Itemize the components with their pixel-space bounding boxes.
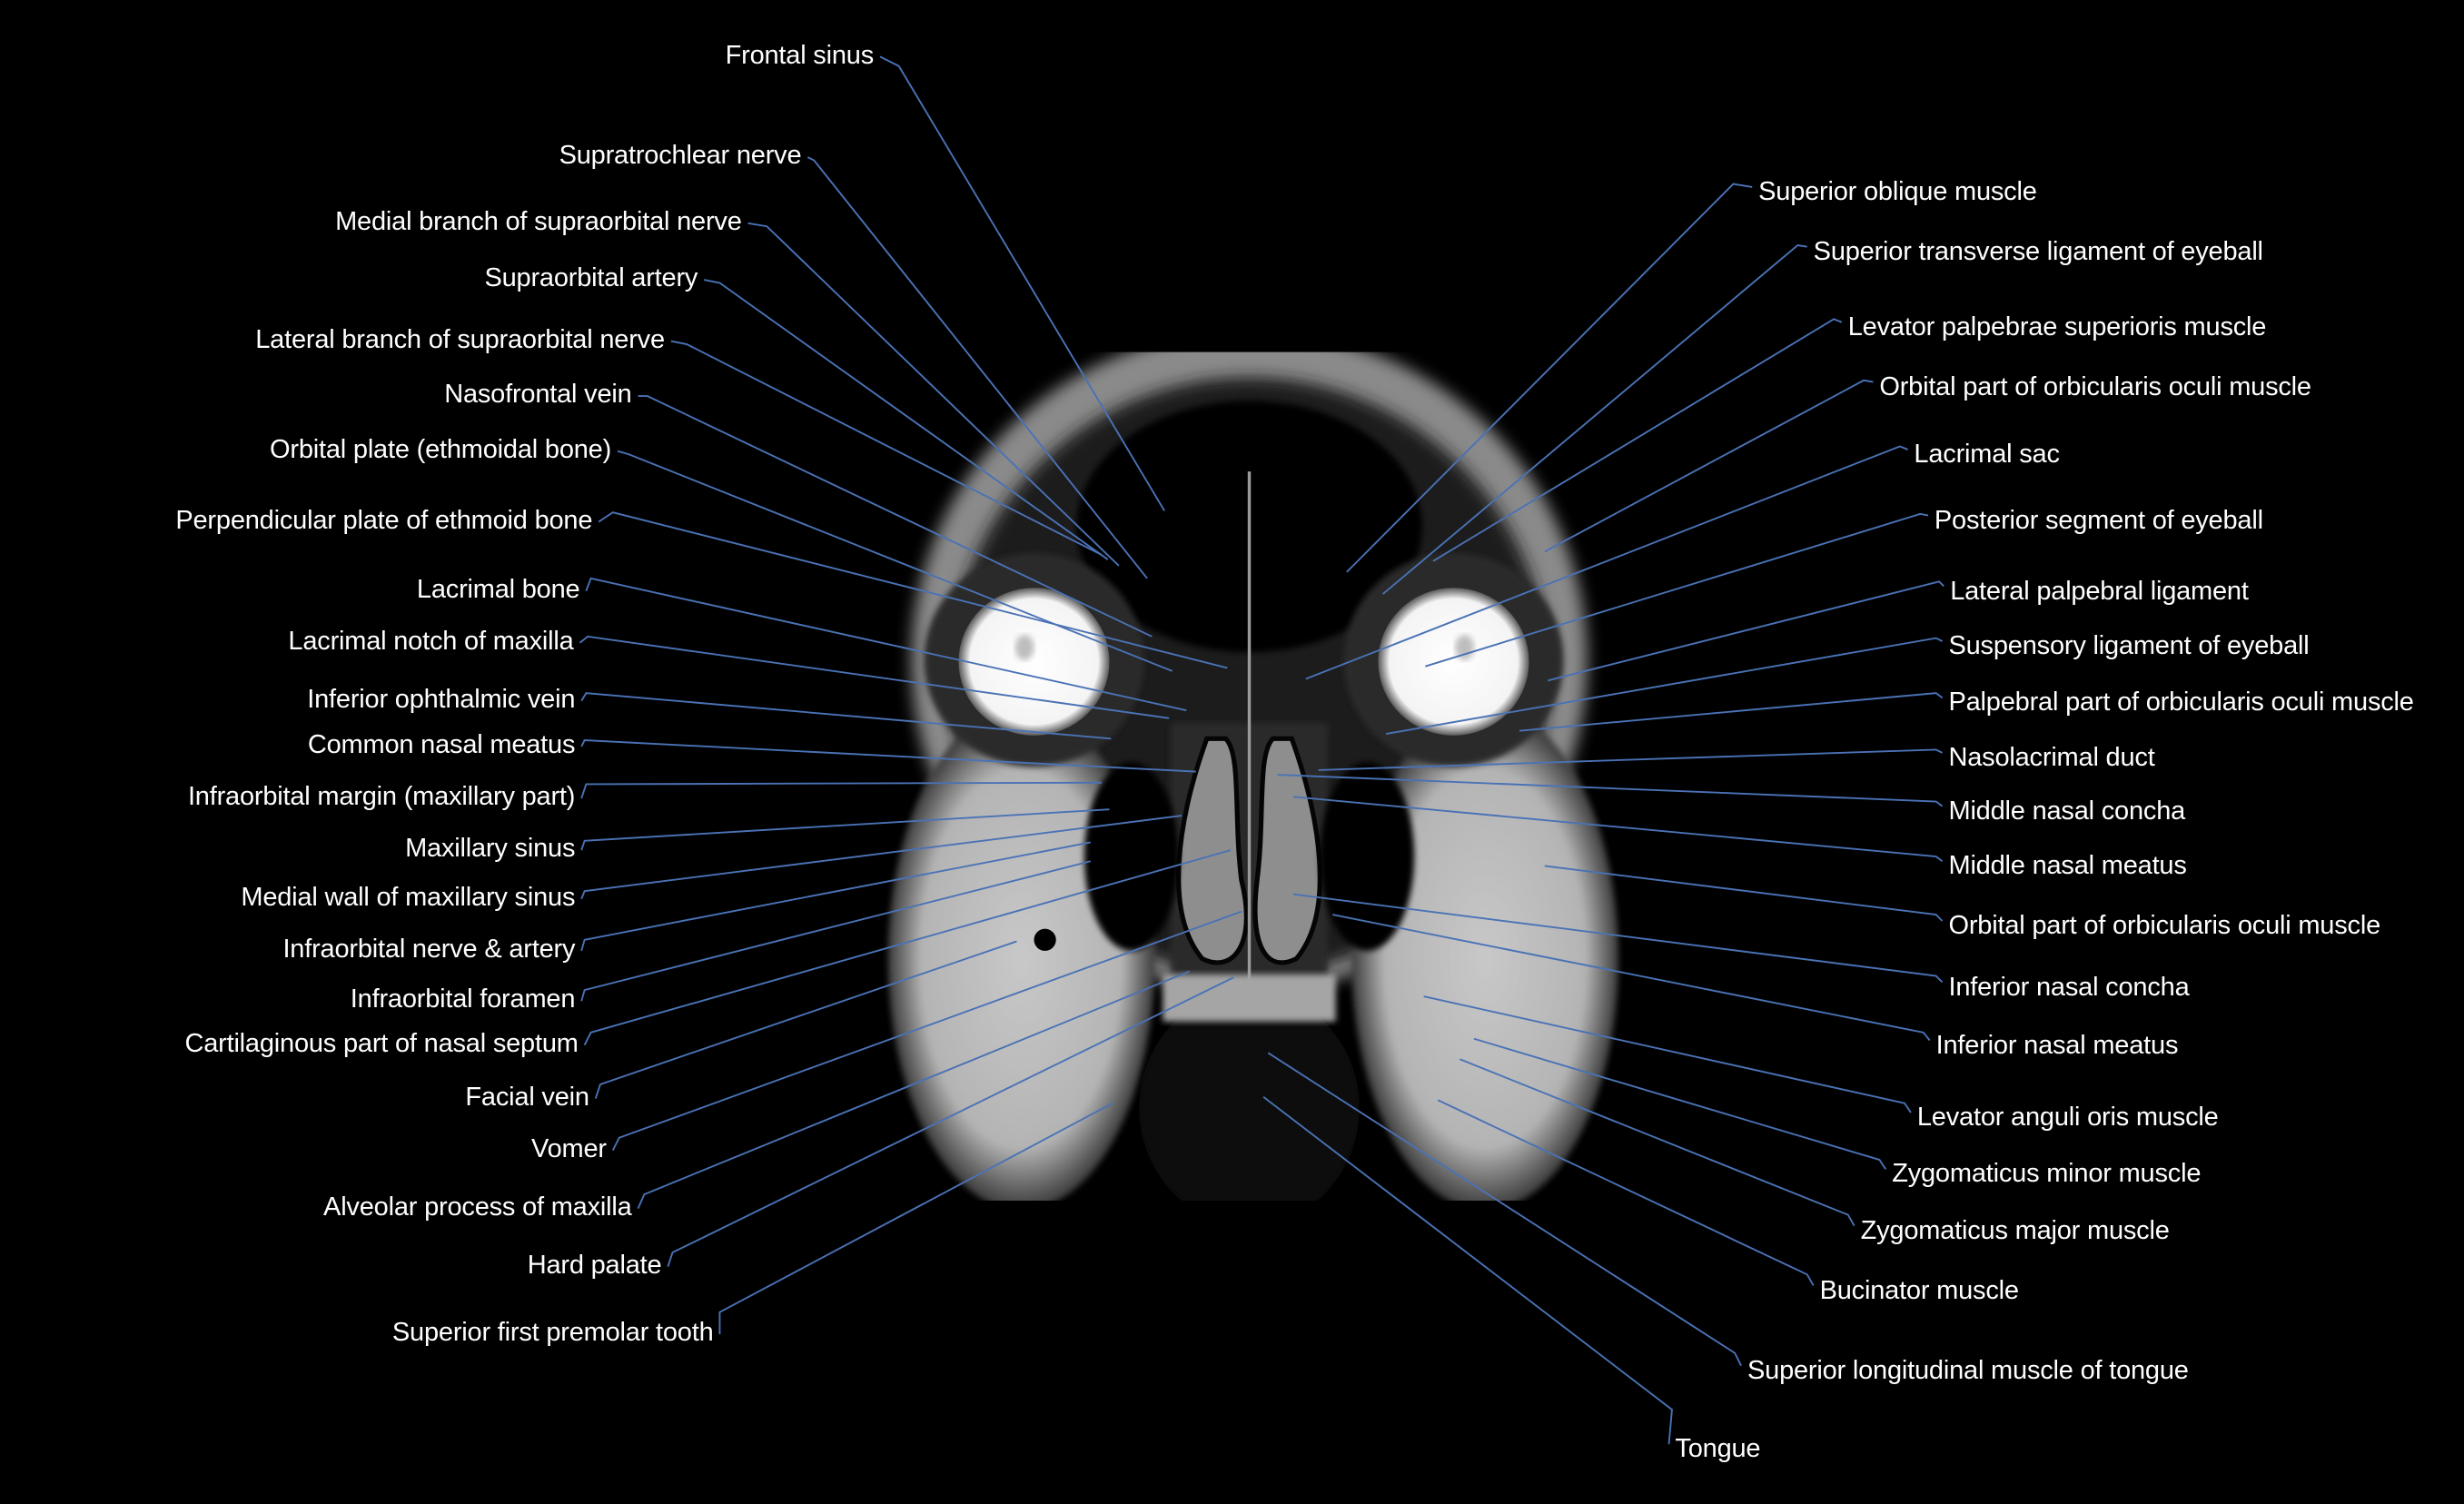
label-superior-transverse-ligament-of-eyeball: Superior transverse ligament of eyeball <box>1813 236 2263 266</box>
label-lacrimal-bone: Lacrimal bone <box>416 574 580 604</box>
mri-image <box>874 351 1626 1201</box>
leader-line-infraorbital-nerve-artery <box>580 841 1091 952</box>
leader-line-middle-nasal-concha <box>1277 774 1944 807</box>
label-medial-wall-of-maxillary-sinus: Medial wall of maxillary sinus <box>241 882 576 912</box>
label-levator-palpebrae-superioris-muscle: Levator palpebrae superioris muscle <box>1847 312 2267 341</box>
label-maxillary-sinus: Maxillary sinus <box>405 834 576 864</box>
label-inferior-nasal-meatus: Inferior nasal meatus <box>1935 1030 2179 1060</box>
leader-line-superior-oblique-muscle <box>1346 183 1753 573</box>
label-posterior-segment-of-eyeball: Posterior segment of eyeball <box>1934 505 2263 535</box>
label-hard-palate: Hard palate <box>527 1250 662 1280</box>
leader-line-common-nasal-meatus <box>580 739 1196 773</box>
label-alveolar-process-of-maxilla: Alveolar process of maxilla <box>323 1192 632 1222</box>
leader-line-nasofrontal-vein <box>638 395 1153 638</box>
label-perpendicular-plate-of-ethmoid-bone: Perpendicular plate of ethmoid bone <box>175 505 593 535</box>
label-common-nasal-meatus: Common nasal meatus <box>307 730 576 760</box>
label-inferior-nasal-concha: Inferior nasal concha <box>1948 972 2190 1002</box>
leader-line-medial-wall-of-maxillary-sinus <box>580 815 1183 900</box>
label-superior-oblique-muscle: Superior oblique muscle <box>1758 177 2037 207</box>
label-infraorbital-nerve-artery: Infraorbital nerve & artery <box>282 935 576 965</box>
leader-line-medial-branch-of-supraorbital-nerve <box>747 222 1120 567</box>
leader-line-levator-anguli-oris-muscle <box>1423 995 1912 1113</box>
label-supratrochlear-nerve: Supratrochlear nerve <box>559 141 802 171</box>
label-middle-nasal-concha: Middle nasal concha <box>1948 796 2186 826</box>
leader-line-infraorbital-margin-maxillary-part <box>580 781 1102 799</box>
leader-line-lacrimal-bone <box>585 577 1187 712</box>
leader-line-orbital-plate-ethmoidal-bone <box>617 450 1173 672</box>
leader-line-posterior-segment-of-eyeball <box>1425 512 1929 668</box>
leader-line-supratrochlear-nerve <box>806 156 1148 579</box>
leader-line-bucinator-muscle <box>1437 1099 1815 1286</box>
leader-line-facial-vein <box>594 940 1017 1099</box>
leader-line-frontal-sinus <box>879 55 1165 511</box>
leader-line-zygomaticus-major-muscle <box>1460 1058 1855 1227</box>
leader-line-superior-longitudinal-muscle-of-tongue <box>1267 1052 1742 1367</box>
leader-line-palpebral-part-of-orbicularis-oculi-muscle <box>1519 692 1944 732</box>
label-cartilaginous-part-of-nasal-septum: Cartilaginous part of nasal septum <box>184 1028 579 1058</box>
label-infraorbital-foramen: Infraorbital foramen <box>350 985 576 1014</box>
leader-line-suspensory-ligament-of-eyeball <box>1385 637 1943 736</box>
leader-line-vomer <box>611 910 1242 1152</box>
leader-line-superior-transverse-ligament-of-eyeball <box>1381 243 1807 595</box>
label-medial-branch-of-supraorbital-nerve: Medial branch of supraorbital nerve <box>335 206 742 236</box>
label-lacrimal-notch-of-maxilla: Lacrimal notch of maxilla <box>288 626 574 656</box>
leader-line-middle-nasal-meatus <box>1292 796 1944 863</box>
leader-line-perpendicular-plate-of-ethmoid-bone <box>598 511 1228 669</box>
leader-line-hard-palate <box>667 976 1234 1267</box>
label-palpebral-part-of-orbicularis-oculi-muscle: Palpebral part of orbicularis oculi musc… <box>1948 688 2414 717</box>
leader-lines <box>579 55 1944 1445</box>
leader-line-lacrimal-sac <box>1305 445 1908 680</box>
leader-line-orbital-part-of-orbicularis-oculi-muscle <box>1544 379 1874 553</box>
right-eyeball <box>1378 588 1529 736</box>
label-nasofrontal-vein: Nasofrontal vein <box>444 380 632 410</box>
label-lateral-branch-of-supraorbital-nerve: Lateral branch of supraorbital nerve <box>255 324 665 354</box>
leader-line-nasolacrimal-duct <box>1318 748 1943 771</box>
label-inferior-ophthalmic-vein: Inferior ophthalmic vein <box>307 684 576 714</box>
leader-line-supraorbital-artery <box>703 279 1109 560</box>
leader-line-levator-palpebrae-superioris-muscle <box>1432 318 1843 562</box>
leader-line-cartilaginous-part-of-nasal-septum <box>583 849 1232 1046</box>
label-tongue: Tongue <box>1675 1434 1761 1464</box>
label-facial-vein: Facial vein <box>465 1082 589 1112</box>
leader-line-superior-first-premolar-tooth <box>718 1102 1113 1335</box>
leader-line-inferior-nasal-concha <box>1292 893 1944 984</box>
leader-line-lacrimal-notch-of-maxilla <box>579 635 1170 719</box>
leader-line-inferior-ophthalmic-vein <box>580 692 1112 740</box>
left-eyeball <box>958 588 1110 736</box>
label-infraorbital-margin-maxillary-part: Infraorbital margin (maxillary part) <box>187 782 576 812</box>
label-zygomaticus-major-muscle: Zygomaticus major muscle <box>1860 1215 2170 1245</box>
leader-line-infraorbital-foramen <box>580 860 1092 1002</box>
label-bucinator-muscle: Bucinator muscle <box>1819 1275 2019 1305</box>
label-suspensory-ligament-of-eyeball: Suspensory ligament of eyeball <box>1948 631 2310 661</box>
label-frontal-sinus: Frontal sinus <box>725 40 875 70</box>
leader-line-maxillary-sinus <box>580 808 1110 851</box>
label-nasolacrimal-duct: Nasolacrimal duct <box>1948 742 2155 772</box>
leader-line-inferior-nasal-meatus <box>1332 914 1931 1042</box>
label-levator-anguli-oris-muscle: Levator anguli oris muscle <box>1916 1103 2219 1133</box>
label-supraorbital-artery: Supraorbital artery <box>484 263 698 293</box>
leader-line-tongue <box>1262 1096 1673 1445</box>
leader-line-alveolar-process-of-maxilla <box>637 970 1191 1210</box>
label-orbital-plate-ethmoidal-bone: Orbital plate (ethmoidal bone) <box>270 434 612 464</box>
label-superior-longitudinal-muscle-of-tongue: Superior longitudinal muscle of tongue <box>1747 1355 2189 1385</box>
leader-line-lateral-palpebral-ligament <box>1548 580 1944 682</box>
leader-line-lateral-branch-of-supraorbital-nerve <box>670 340 1103 556</box>
label-orbital-part-of-orbicularis-oculi-muscle: Orbital part of orbicularis oculi muscle <box>1948 911 2380 941</box>
leader-line-zygomaticus-minor-muscle <box>1473 1037 1887 1170</box>
leader-line-orbital-part-of-orbicularis-oculi-muscle <box>1544 865 1944 922</box>
label-lateral-palpebral-ligament: Lateral palpebral ligament <box>1950 576 2249 606</box>
label-zygomaticus-minor-muscle: Zygomaticus minor muscle <box>1892 1159 2202 1189</box>
label-lacrimal-sac: Lacrimal sac <box>1914 440 2060 470</box>
label-middle-nasal-meatus: Middle nasal meatus <box>1948 851 2187 881</box>
label-superior-first-premolar-tooth: Superior first premolar tooth <box>391 1318 714 1348</box>
label-vomer: Vomer <box>531 1133 607 1163</box>
label-orbital-part-of-orbicularis-oculi-muscle: Orbital part of orbicularis oculi muscle <box>1879 371 2311 401</box>
